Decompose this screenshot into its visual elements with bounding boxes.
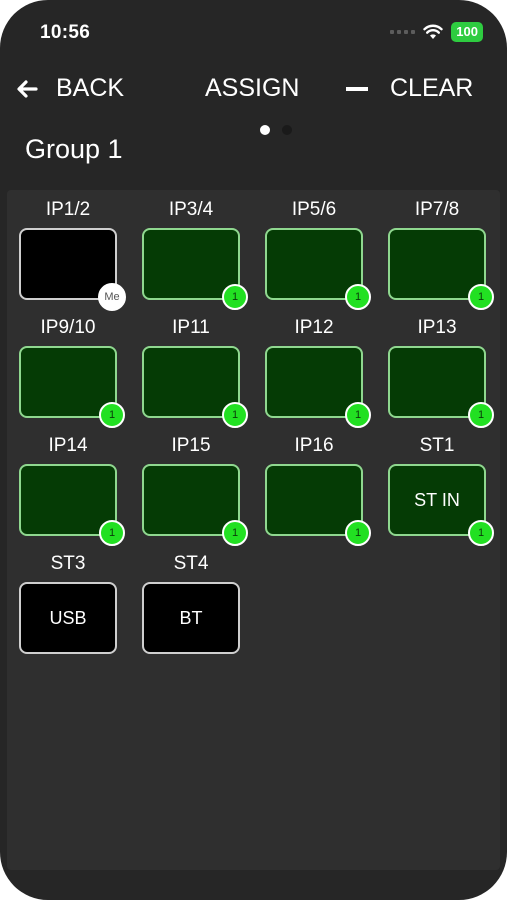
channel-ip16: IP16 1 [265,434,371,546]
group-badge: 1 [468,402,494,428]
channel-button[interactable]: ST IN 1 [388,464,494,546]
channel-button[interactable]: 1 [265,464,371,546]
group-badge: 1 [222,402,248,428]
channel-label: ST4 [173,553,209,574]
channel-button[interactable]: BT [142,582,240,654]
channel-label: IP5/6 [291,199,337,220]
assign-button[interactable]: ASSIGN [205,74,300,102]
channel-button-text: BT [179,607,203,628]
minus-icon [346,86,368,91]
clear-button[interactable]: CLEAR [346,74,473,103]
channel-label: IP3/4 [168,199,214,220]
group-badge: 1 [345,402,371,428]
group-badge: 1 [222,520,248,546]
group-badge: 1 [99,520,125,546]
channel-label: IP14 [48,435,88,456]
channel-button-text: USB [49,607,87,628]
channel-button[interactable]: 1 [142,464,248,546]
channel-ip3-4: IP3/4 1 [142,198,248,310]
group-badge: 1 [468,284,494,310]
group-badge: 1 [99,402,125,428]
group-badge: 1 [345,284,371,310]
page-dot-2[interactable] [282,125,292,135]
cellular-signal-icon [390,30,416,34]
back-button[interactable]: BACK [16,74,124,103]
channel-button[interactable]: 1 [388,228,494,310]
channel-button[interactable]: 1 [142,228,248,310]
nav-bar: BACK ASSIGN CLEAR [0,72,507,108]
status-time: 10:56 [40,22,91,43]
battery-icon: 100 [451,22,483,42]
page-dot-1[interactable] [260,125,270,135]
channel-button-text: ST IN [414,489,460,510]
channel-ip5-6: IP5/6 1 [265,198,371,310]
channel-ip11: IP11 1 [142,316,248,428]
channel-label: IP12 [294,317,334,338]
channel-button[interactable]: 1 [19,464,125,546]
channel-button[interactable]: 1 [142,346,248,428]
status-icons: 100 [390,22,483,42]
channel-st1: ST1 ST IN 1 [388,434,494,546]
page-indicator[interactable] [260,125,292,135]
channel-label: IP16 [294,435,334,456]
channel-ip15: IP15 1 [142,434,248,546]
channel-label: ST1 [419,435,455,456]
back-label: BACK [56,74,125,102]
channel-button[interactable]: 1 [19,346,125,428]
channel-ip14: IP14 1 [19,434,125,546]
clear-label: CLEAR [390,74,474,102]
channel-ip13: IP13 1 [388,316,494,428]
me-badge: Me [98,283,126,311]
channel-label: IP7/8 [414,199,460,220]
group-badge: 1 [222,284,248,310]
channel-label: IP1/2 [45,199,91,220]
channel-label: ST3 [50,553,86,574]
channel-ip12: IP12 1 [265,316,371,428]
channel-ip9-10: IP9/10 1 [19,316,125,428]
group-title: Group 1 [25,134,123,164]
channel-button[interactable]: 1 [265,346,371,428]
group-badge: 1 [468,520,494,546]
channel-button[interactable]: 1 [388,346,494,428]
group-badge: 1 [345,520,371,546]
channel-ip7-8: IP7/8 1 [388,198,494,310]
channel-button[interactable]: 1 [265,228,371,310]
channel-label: IP9/10 [40,317,96,338]
channel-label: IP13 [417,317,457,338]
wifi-icon [423,24,443,39]
arrow-left-icon [17,79,38,98]
channel-label: IP11 [172,317,210,338]
channel-button[interactable]: USB [19,582,117,654]
channel-button[interactable]: Me [19,228,126,311]
channel-label: IP15 [171,435,211,456]
